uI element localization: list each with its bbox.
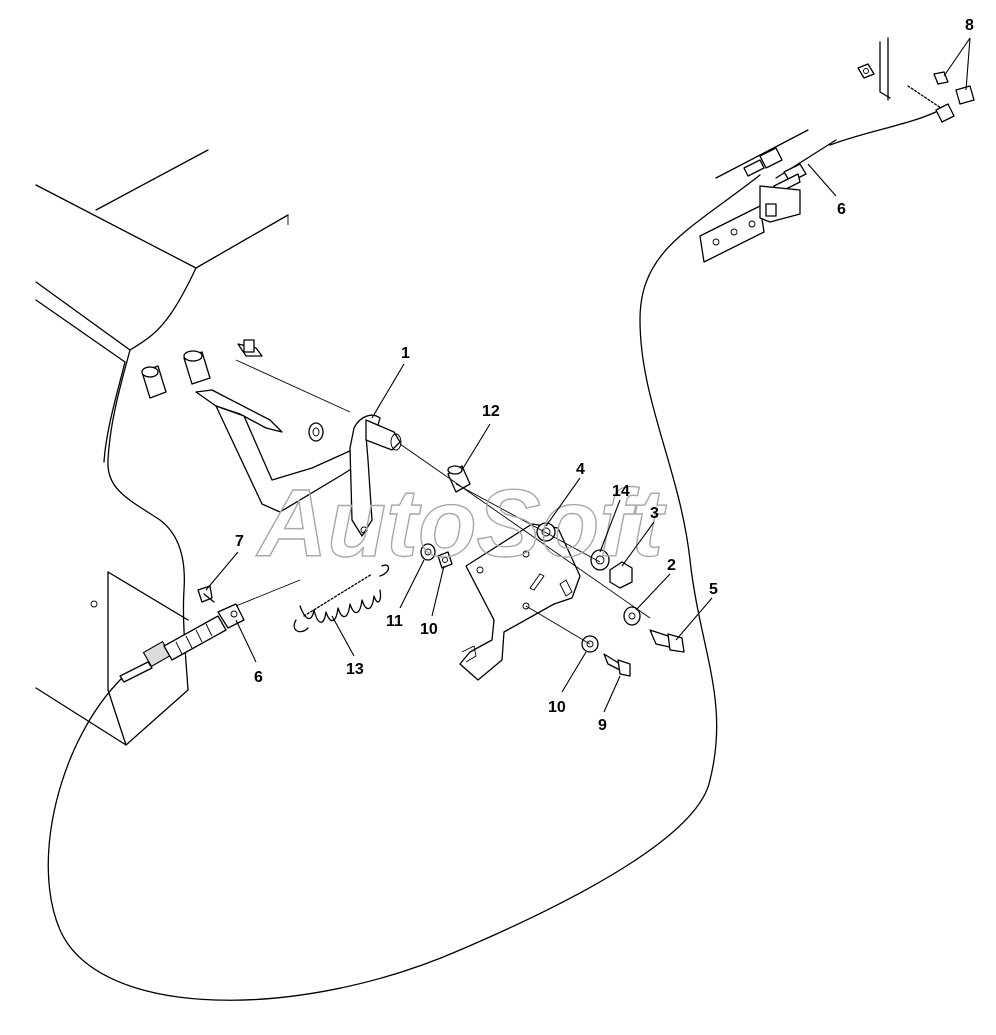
callout-3: 3: [650, 505, 659, 522]
callout-10-right: 10: [548, 699, 566, 716]
chassis-frame: [35, 149, 289, 746]
callout-2: 2: [667, 557, 676, 574]
callout-10-left: 10: [420, 621, 438, 638]
assembly-centerlines: [235, 443, 651, 645]
callout-11: 11: [386, 613, 403, 630]
washer-nut-set-10-11: [420, 543, 453, 569]
cable-mount-bracket: [699, 185, 801, 263]
washer-10-bolt-9: [581, 635, 631, 677]
callout-13: 13: [346, 661, 364, 678]
callout-8: 8: [965, 17, 974, 34]
callout-9: 9: [598, 717, 607, 734]
throttle-cable: [47, 109, 941, 1001]
callout-6-upper: 6: [837, 201, 846, 218]
callout-labels: 1 2 3 4 5 6 6 7 8 9 10 10 11 12 13 14: [235, 17, 974, 734]
mounting-bracket-4: [459, 522, 581, 681]
pedal-lever: [195, 359, 402, 537]
callout-6-lower: 6: [254, 669, 263, 686]
callout-14: 14: [612, 483, 630, 500]
callout-4: 4: [576, 461, 585, 478]
pivot-bushings: [141, 339, 324, 442]
watermark-text: AutoSoft: [256, 470, 667, 577]
callout-leaders: [205, 37, 971, 713]
engine-lever-linkage: [857, 37, 975, 123]
spacer-12: [447, 465, 471, 493]
return-spring-13: [293, 564, 390, 633]
callout-1: 1: [401, 345, 410, 362]
washer-2-bolt-5: [623, 606, 685, 653]
cable-end-fitting-lower: [119, 603, 245, 683]
callout-7: 7: [235, 533, 244, 550]
bolt-7: [197, 585, 215, 603]
callout-5: 5: [709, 581, 718, 598]
cable-end-fitting-upper: [715, 129, 837, 195]
callout-12: 12: [482, 403, 500, 420]
washer-14-nut-3: [590, 549, 633, 589]
